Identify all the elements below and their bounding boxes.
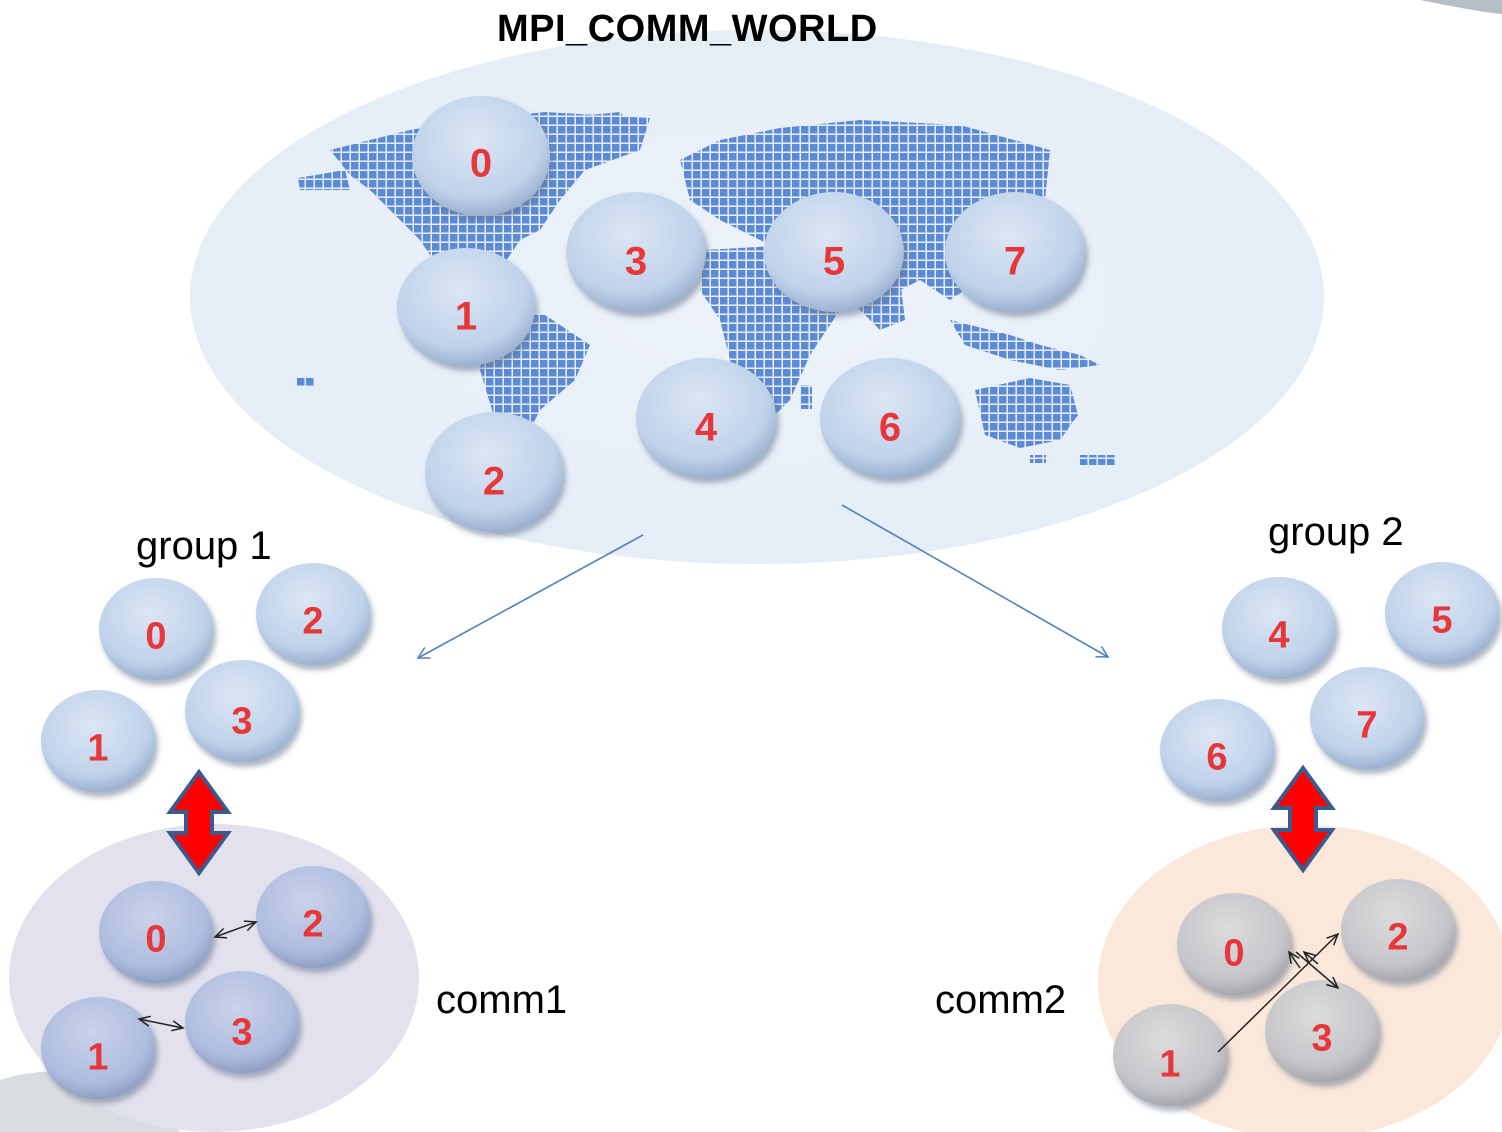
- world-node-shape: [636, 358, 776, 478]
- comm2-node-label: 0: [1223, 933, 1244, 975]
- group2-node-5: 5: [1385, 562, 1499, 664]
- world-node-label: 4: [695, 405, 718, 449]
- group2-node-shape: [1385, 562, 1499, 664]
- group2-node-6: 6: [1160, 699, 1274, 801]
- group1-node-label: 0: [145, 616, 166, 658]
- comm2-label: comm2: [935, 978, 1067, 1022]
- group2-label: group 2: [1268, 510, 1404, 554]
- group2-node-shape: [1160, 699, 1274, 801]
- group2-node-label: 5: [1431, 600, 1452, 642]
- comm1-node-shape: [185, 971, 299, 1073]
- group2-node-4: 4: [1222, 577, 1336, 679]
- group2-node-label: 6: [1206, 737, 1227, 779]
- group1-node-2: 2: [256, 563, 370, 665]
- comm1-node-1: 1: [41, 997, 155, 1099]
- group1-label: group 1: [136, 524, 272, 568]
- split-arrow-right: [841, 504, 1110, 658]
- group1-node-1: 1: [41, 690, 155, 792]
- group1-node-0: 0: [99, 578, 213, 680]
- world-node-label: 3: [625, 239, 647, 283]
- comm2-node-label: 3: [1311, 1018, 1332, 1060]
- group1-node-shape: [99, 578, 213, 680]
- comm2-node-shape: [1177, 893, 1291, 995]
- group2-node-shape: [1222, 577, 1336, 679]
- comm2-node-1: 1: [1113, 1004, 1227, 1106]
- split-arrow-left: [416, 534, 644, 659]
- comm2-node-3: 3: [1265, 980, 1379, 1082]
- comm2-node-shape: [1341, 879, 1455, 981]
- world-node-shape: [820, 358, 960, 478]
- comm1-node-label: 1: [87, 1037, 108, 1079]
- world-node-3: 3: [566, 192, 706, 312]
- comm2-link-1-0: [1287, 950, 1301, 969]
- group1-node-shape: [41, 690, 155, 792]
- group1-node-label: 3: [231, 701, 252, 743]
- comm1-node-0: 0: [99, 881, 213, 983]
- comm1-node-shape: [99, 881, 213, 983]
- world-node-2: 2: [425, 412, 563, 532]
- comm1-node-label: 0: [145, 919, 166, 961]
- comm1-node-shape: [41, 997, 155, 1099]
- comm1-node-shape: [256, 866, 370, 968]
- comm1-node-2: 2: [256, 866, 370, 968]
- world-node-shape: [566, 192, 706, 312]
- world-node-4: 4: [636, 358, 776, 478]
- comm1-node-label: 3: [231, 1012, 252, 1054]
- world-node-shape: [397, 248, 535, 366]
- group1-node-3: 3: [185, 660, 299, 762]
- comm1-label: comm1: [436, 978, 568, 1022]
- world-node-label: 0: [470, 141, 492, 185]
- comm2-node-0: 0: [1177, 893, 1291, 995]
- comm2-node-label: 2: [1387, 917, 1408, 959]
- group2-node-label: 4: [1268, 615, 1289, 657]
- world-node-label: 2: [483, 459, 505, 503]
- comm1-link-0-2: [213, 920, 258, 939]
- comm2-node-shape: [1265, 980, 1379, 1082]
- world-node-shape: [425, 412, 563, 532]
- comm1-node-3: 3: [185, 971, 299, 1073]
- comm2-node-2: 2: [1341, 879, 1455, 981]
- world-node-shape: [945, 192, 1085, 312]
- double-arrow-group1-comm1: [166, 768, 232, 877]
- decorative-corner: [1420, 0, 1502, 14]
- comm2-node-shape: [1113, 1004, 1227, 1106]
- group2-node-7: 7: [1310, 667, 1424, 769]
- comm2-link-0-1: [1302, 950, 1319, 965]
- world-node-5: 5: [764, 192, 904, 312]
- world-node-label: 7: [1004, 239, 1026, 283]
- world-node-1: 1: [397, 248, 535, 366]
- group1-node-shape: [256, 563, 370, 665]
- world-node-6: 6: [820, 358, 960, 478]
- group1-node-label: 1: [87, 728, 108, 770]
- world-node-label: 1: [455, 294, 477, 338]
- double-arrow-group2-comm2: [1270, 764, 1336, 874]
- group1-node-label: 2: [302, 601, 323, 643]
- world-node-label: 5: [823, 239, 845, 283]
- comm2-node-label: 1: [1159, 1044, 1180, 1086]
- group2-node-label: 7: [1356, 705, 1377, 747]
- world-node-shape: [412, 96, 550, 216]
- comm1-node-label: 2: [302, 904, 323, 946]
- world-node-shape: [764, 192, 904, 312]
- world-node-label: 6: [879, 405, 901, 449]
- world-node-0: 0: [412, 96, 550, 216]
- comm2-link-1-2: [1217, 932, 1340, 1053]
- comm1-link-1-3: [137, 1015, 185, 1032]
- group1-node-shape: [185, 660, 299, 762]
- diagram-title: MPI_COMM_WORLD: [497, 8, 878, 50]
- group2-node-shape: [1310, 667, 1424, 769]
- world-node-7: 7: [945, 192, 1085, 312]
